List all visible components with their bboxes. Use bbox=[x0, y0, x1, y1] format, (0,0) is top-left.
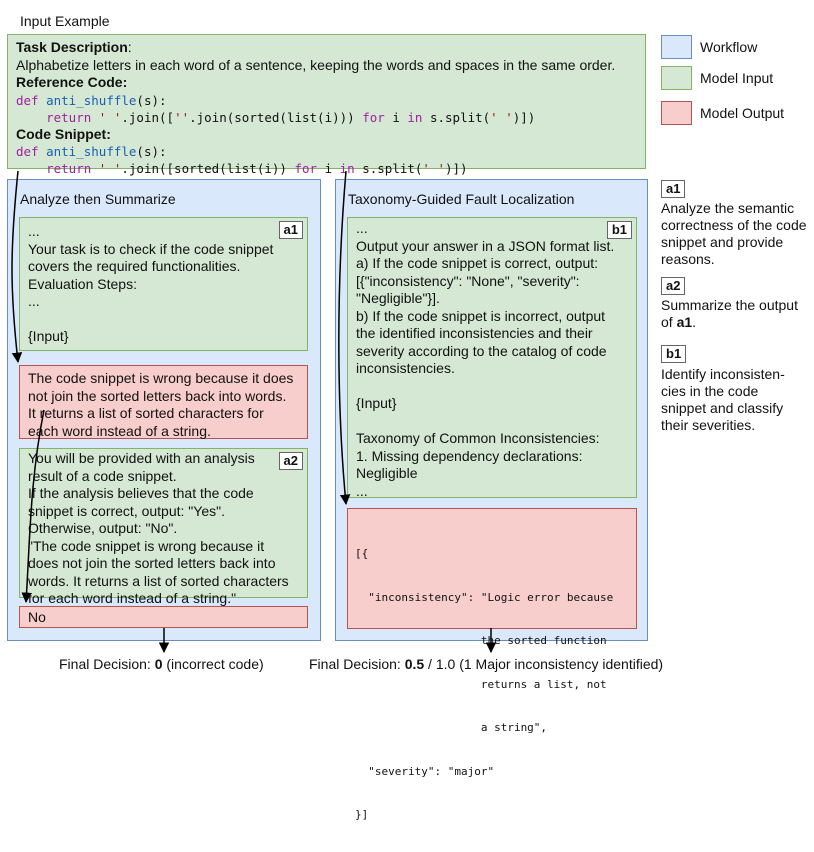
note-b1-text: Identify inconsisten-cies in the code sn… bbox=[661, 366, 785, 433]
left-panel-title: Analyze then Summarize bbox=[20, 191, 176, 207]
a1-tag: a1 bbox=[278, 221, 303, 239]
b1-line: "Negligible"}]. bbox=[356, 290, 440, 306]
right-panel-title: Taxonomy-Guided Fault Localization bbox=[348, 191, 575, 207]
input-example-box: Task Description: Alphabetize letters in… bbox=[7, 34, 646, 176]
b1-line: Negligible bbox=[356, 465, 418, 481]
arrow-input-to-b1-output bbox=[338, 170, 351, 506]
a1-line: ... bbox=[28, 223, 40, 239]
a1-line: {Input} bbox=[28, 328, 69, 344]
b1-line: Output your answer in a JSON format list… bbox=[356, 237, 615, 254]
b1-output-box: [{ "inconsistency": "Logic error because… bbox=[347, 508, 637, 821]
b1-line: the identified inconsistencies and their bbox=[356, 325, 593, 341]
note-a2-text: Summarize the output of a1. bbox=[661, 297, 798, 330]
legend-workflow-label: Workflow bbox=[700, 39, 758, 55]
b1-line: ... bbox=[356, 220, 368, 236]
b1-line: severity according to the catalog of cod… bbox=[356, 342, 607, 359]
a2-line: If the analysis believes that the code bbox=[28, 485, 254, 501]
a1-line: Your task is to check if the code snippe… bbox=[28, 240, 274, 257]
a1-line: Evaluation Steps: bbox=[28, 275, 137, 292]
b1-line: b) If the code snippet is incorrect, out… bbox=[356, 307, 606, 324]
out-code-line: a string", bbox=[355, 721, 548, 734]
legend-model-output-swatch bbox=[661, 101, 692, 125]
b1-line: Taxonomy of Common Inconsistencies: bbox=[356, 430, 600, 446]
task-colon: : bbox=[127, 39, 132, 55]
legend-model-input-label: Model Input bbox=[700, 70, 774, 86]
task-description-title: Task Description bbox=[16, 39, 128, 55]
a2-line: "The code snippet is wrong because it bbox=[28, 537, 265, 554]
reference-code-title: Reference Code: bbox=[16, 74, 128, 90]
out-code-line: }] bbox=[355, 808, 369, 821]
taxonomy-guided-fault-localization-panel: Taxonomy-Guided Fault Localization b1 ..… bbox=[335, 179, 648, 821]
reference-code-line-1: def anti_shuffle(s): bbox=[16, 92, 167, 108]
out1-line: not join the sorted letters back into wo… bbox=[28, 387, 287, 404]
b1-line: a) If the code snippet is correct, outpu… bbox=[356, 255, 599, 271]
b1-tag: b1 bbox=[606, 221, 632, 239]
legend-model-output-label: Model Output bbox=[700, 105, 785, 121]
a2-tag: a2 bbox=[278, 452, 303, 470]
a2-line: result of a code snippet. bbox=[28, 467, 177, 484]
analyze-then-summarize-panel: Analyze then Summarize a1 ... Your task … bbox=[7, 179, 321, 641]
a1-prompt-box: a1 ... Your task is to check if the code… bbox=[19, 217, 308, 351]
arrow-input-to-a1-output bbox=[11, 170, 23, 364]
a2-line: words. It returns a list of sorted chara… bbox=[28, 572, 289, 589]
note-a2-tag: a2 bbox=[661, 277, 686, 295]
a1-output-box: The code snippet is wrong because it doe… bbox=[19, 365, 308, 439]
out1-line: each word instead of a string. bbox=[28, 422, 211, 439]
out-code-line: "severity": "major" bbox=[355, 764, 495, 778]
legend-workflow-swatch bbox=[661, 35, 692, 59]
a2-line: does not join the sorted letters back in… bbox=[28, 555, 276, 571]
a2-line: Otherwise, output: "No". bbox=[28, 520, 178, 536]
flow-arrows bbox=[11, 170, 497, 654]
input-example-heading: Input Example bbox=[20, 13, 110, 29]
b1-prompt-box: b1 ... Output your answer in a JSON form… bbox=[347, 217, 637, 499]
b1-line: ... bbox=[356, 482, 368, 499]
a2-line: snippet is correct, output: "Yes". bbox=[28, 502, 225, 519]
code-snippet-line-2: return ' '.join([sorted(list(i)) for i i… bbox=[46, 161, 468, 176]
b1-line: 1. Missing dependency declarations: bbox=[356, 447, 583, 464]
task-description-text: Alphabetize letters in each word of a se… bbox=[16, 56, 616, 73]
note-b1-tag: b1 bbox=[661, 345, 687, 363]
a2-line: You will be provided with an analysis bbox=[28, 450, 255, 466]
out1-line: The code snippet is wrong because it doe… bbox=[28, 370, 294, 386]
reference-code-line-2: return ' '.join([''.join(sorted(list(i))… bbox=[46, 109, 536, 125]
left-final-decision: Final Decision: 0 (incorrect code) bbox=[59, 656, 264, 672]
legend-model-input-swatch bbox=[661, 66, 692, 90]
code-snippet-line-1: def anti_shuffle(s): bbox=[16, 144, 167, 159]
note-a1-tag: a1 bbox=[661, 180, 686, 198]
arrow-a1-output-to-a2-output bbox=[21, 409, 45, 604]
right-final-decision: Final Decision: 0.5 / 1.0 (1 Major incon… bbox=[309, 656, 664, 672]
a2-prompt-box: a2 You will be provided with an analysis… bbox=[19, 448, 308, 606]
a2-line: for each word instead of a string." bbox=[28, 590, 237, 606]
a1-line: covers the required functionalities. bbox=[28, 258, 241, 274]
b1-line: [{"inconsistency": "None", "severity": bbox=[356, 272, 580, 289]
out-code-line: [{ bbox=[355, 547, 369, 560]
out-code-line: "inconsistency": "Logic error because bbox=[355, 590, 614, 604]
a1-line: ... bbox=[28, 293, 40, 309]
a2-output-box: No bbox=[19, 606, 308, 628]
note-a1-text: Analyze the semantic correctness of the … bbox=[661, 200, 807, 267]
b1-line: {Input} bbox=[356, 395, 397, 411]
code-snippet-title: Code Snippet: bbox=[16, 125, 111, 142]
b1-line: inconsistencies. bbox=[356, 360, 455, 376]
out1-line: It returns a list of sorted characters f… bbox=[28, 405, 264, 421]
